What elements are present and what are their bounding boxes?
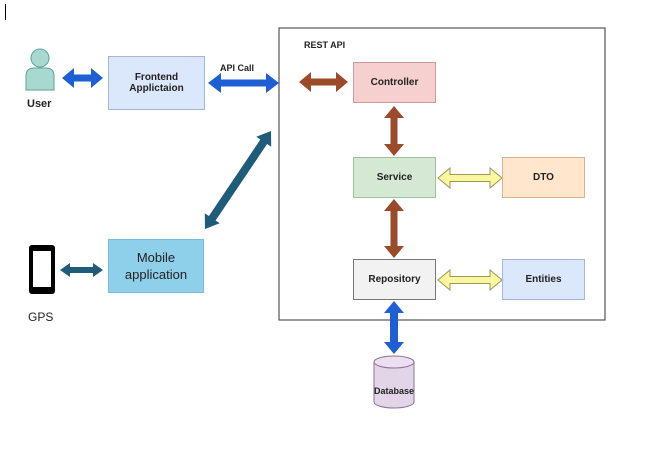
controller-box: Controller <box>353 62 436 103</box>
gps-label: GPS <box>28 310 54 324</box>
database-label: Database <box>374 386 415 396</box>
api-call-label: API Call <box>220 63 255 73</box>
mobile-label: Mobile application <box>124 250 188 282</box>
arrow-frontend-restapi <box>208 73 279 93</box>
controller-label: Controller <box>370 77 419 88</box>
frontend-label: Frontend Applictaion <box>129 72 184 94</box>
arrow-user-frontend <box>62 68 103 88</box>
repository-box: Repository <box>353 259 436 300</box>
dto-label: DTO <box>533 172 554 183</box>
entities-label: Entities <box>525 274 562 285</box>
arrow-repository-database <box>384 301 404 354</box>
dto-box: DTO <box>502 157 585 198</box>
service-label: Service <box>376 172 413 183</box>
repository-label: Repository <box>368 274 421 285</box>
phone-icon <box>29 245 55 294</box>
arrow-mobile-restapi <box>204 131 272 229</box>
arrow-service-repository <box>384 199 404 258</box>
service-box: Service <box>353 157 436 198</box>
user-icon <box>25 48 55 91</box>
mobile-box: Mobile application <box>108 239 204 293</box>
entities-box: Entities <box>502 259 585 300</box>
arrow-restapi-controller <box>299 72 348 92</box>
frontend-box: Frontend Applictaion <box>108 56 205 110</box>
rest-api-title: REST API <box>304 40 346 50</box>
arrow-controller-service <box>384 106 404 156</box>
arrow-gps-mobile <box>60 263 103 277</box>
database-icon <box>373 355 415 409</box>
text-cursor <box>5 4 6 20</box>
user-label: User <box>27 98 52 110</box>
